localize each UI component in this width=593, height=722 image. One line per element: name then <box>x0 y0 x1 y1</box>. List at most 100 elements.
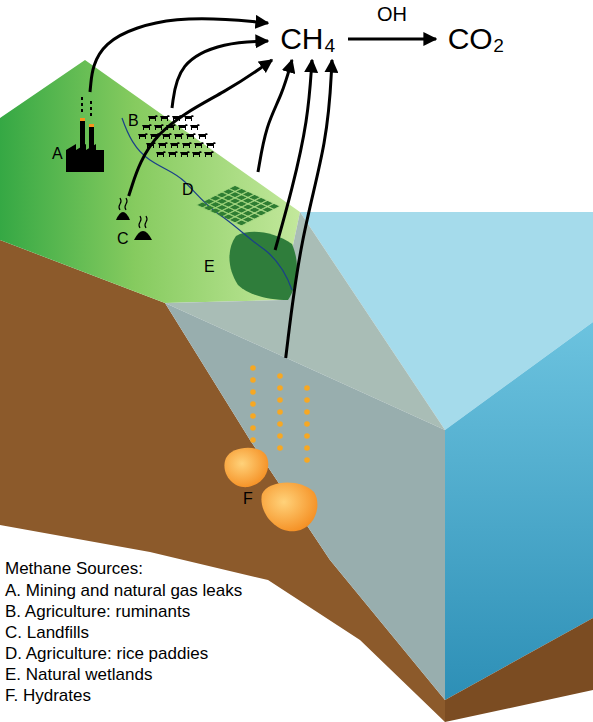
molecule-box: CH₄ <box>268 18 348 60</box>
wetland-patch <box>229 232 297 300</box>
factory-building <box>66 144 104 172</box>
legend-entry: B. Agriculture: ruminants <box>5 601 425 622</box>
bubble <box>304 445 310 451</box>
factory-symbol <box>66 97 104 172</box>
rice-paddy-cells <box>196 185 281 226</box>
legend-text: C. Landfills <box>5 623 89 642</box>
bubble <box>304 385 310 391</box>
water-front-face <box>165 303 445 700</box>
legend-entry: A. Mining and natural gas leaks <box>5 580 425 601</box>
cow-symbol <box>174 133 184 139</box>
bubble <box>250 425 256 431</box>
cow-symbol <box>204 151 214 157</box>
cow-symbol <box>138 133 148 139</box>
source-marker: C <box>114 196 156 246</box>
reaction-label: OH <box>377 3 407 25</box>
bubble <box>277 373 283 379</box>
cow-symbol <box>146 142 156 148</box>
source-marker: B <box>126 108 218 164</box>
bubble <box>250 401 256 407</box>
legend-entry: D. Agriculture: rice paddies <box>5 643 425 664</box>
legend-text: D. Agriculture: rice paddies <box>5 644 208 663</box>
flow-arrow <box>275 60 312 250</box>
legend-text: A. Mining and natural gas leaks <box>5 581 242 600</box>
landfill-fume <box>145 216 147 228</box>
bubble <box>277 385 283 391</box>
methane-bubbles <box>250 365 310 463</box>
flow-arrow <box>348 38 436 41</box>
cow-symbol <box>194 142 204 148</box>
bubble <box>277 433 283 439</box>
smoke-dot <box>81 109 83 112</box>
cow-symbol <box>180 151 190 157</box>
molecule-box: CO₂ <box>436 18 516 60</box>
source-letter: B <box>128 111 139 130</box>
hydrate-deposit <box>261 482 317 531</box>
cow-symbol <box>190 124 200 130</box>
landfill-mound <box>134 231 152 240</box>
bubble <box>250 365 256 371</box>
source-letter: D <box>182 180 194 199</box>
cow-symbol <box>154 124 164 130</box>
cow-symbol <box>158 142 168 148</box>
legend-text: B. Agriculture: ruminants <box>5 602 190 621</box>
cow-symbol <box>162 133 172 139</box>
land-surface <box>0 60 300 303</box>
factory-chimney <box>89 124 94 148</box>
source-marker: E <box>202 250 288 280</box>
cow-symbol <box>142 124 152 130</box>
molecule-formula: CO₂ <box>436 21 516 57</box>
hydrate-deposit <box>224 448 268 487</box>
bubble <box>304 409 310 415</box>
bubble <box>250 389 256 395</box>
legend-heading: Methane Sources: <box>5 558 143 579</box>
cow-symbol <box>184 115 194 121</box>
flow-arrow <box>258 60 292 172</box>
smoke-dot <box>90 101 92 104</box>
bubble <box>277 409 283 415</box>
cow-symbol <box>182 142 192 148</box>
cow-symbol <box>150 133 160 139</box>
bubble <box>277 397 283 403</box>
bubble <box>250 377 256 383</box>
smoke-dot <box>90 107 92 110</box>
landfill-fume <box>139 216 141 228</box>
legend-text: E. Natural wetlands <box>5 665 152 684</box>
molecule-formula: CH₄ <box>268 21 348 57</box>
cow-symbol <box>166 124 176 130</box>
chimney-glow <box>89 124 94 127</box>
smoke-dot <box>81 103 83 106</box>
bubble <box>250 437 256 443</box>
legend-entry: C. Landfills <box>5 622 425 643</box>
cow-symbol <box>186 133 196 139</box>
flow-arrow <box>172 41 268 108</box>
source-letter: A <box>52 144 63 163</box>
source-letter: C <box>117 229 129 248</box>
source-letter: F <box>243 489 253 508</box>
bubble <box>250 413 256 419</box>
smoke-dot <box>90 113 92 116</box>
bubble <box>277 421 283 427</box>
landfill-fume <box>119 198 121 210</box>
source-letter: E <box>204 257 215 276</box>
seabed-side-face <box>445 618 593 722</box>
bubble <box>277 445 283 451</box>
cow-symbol <box>206 142 216 148</box>
smoke-dot <box>81 97 83 100</box>
factory-chimney <box>80 118 85 148</box>
rice-paddy-grid <box>196 185 281 226</box>
legend-entry: F. Hydrates <box>5 685 425 706</box>
cow-symbol <box>172 115 182 121</box>
bubble <box>304 457 310 463</box>
bubble <box>304 397 310 403</box>
chimney-glow <box>80 118 85 121</box>
flow-arrow <box>286 60 332 358</box>
bubble <box>304 421 310 427</box>
cow-symbol <box>168 151 178 157</box>
source-marker: D <box>180 172 284 234</box>
